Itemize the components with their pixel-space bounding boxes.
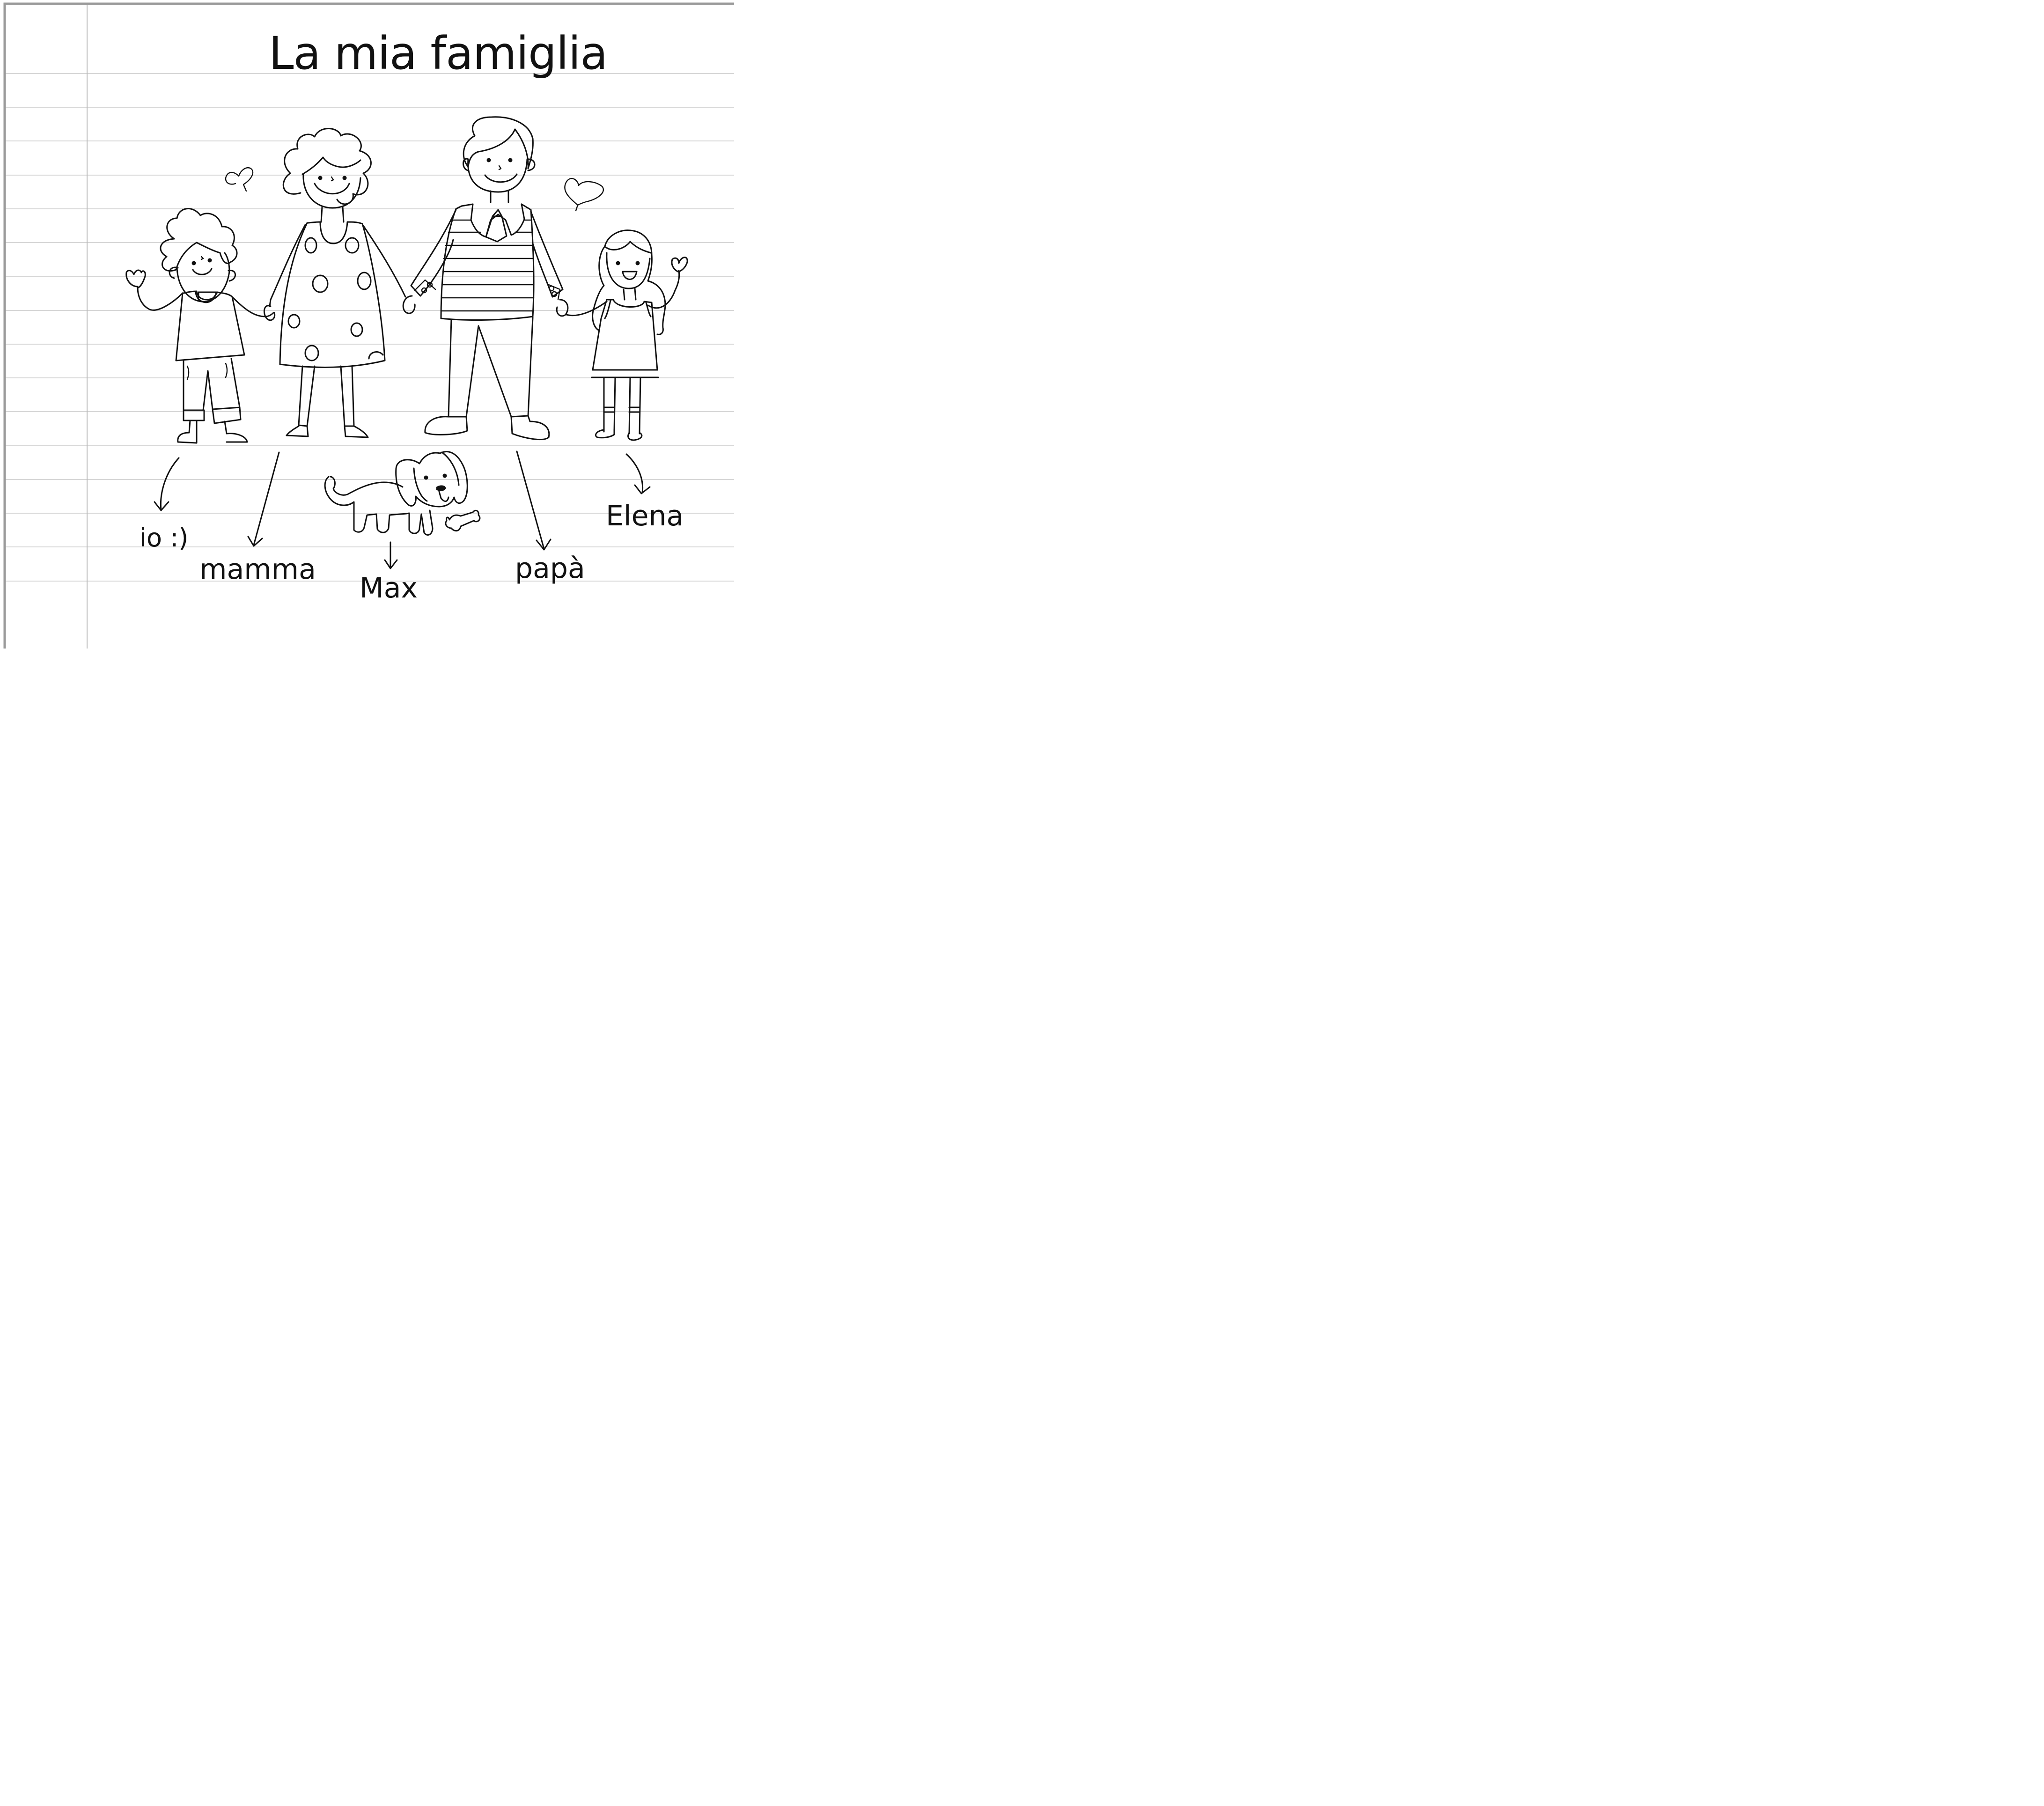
label-dog: Max	[360, 572, 418, 604]
label-mother: mamma	[199, 553, 316, 586]
arrow-icon	[634, 484, 651, 494]
arrow-icon	[247, 536, 263, 547]
father-figure	[402, 116, 569, 441]
arrow-icon	[625, 453, 644, 494]
heart-icon	[225, 167, 254, 192]
arrow-icon	[160, 457, 180, 511]
dog-figure	[324, 451, 481, 536]
family-drawing	[3, 2, 734, 649]
mother-figure	[269, 128, 406, 438]
sister-figure	[566, 229, 688, 441]
notebook-page: La mia famiglia io :) mamma Max papà Ele…	[0, 0, 734, 649]
arrow-icon	[536, 538, 551, 551]
boy-figure	[125, 208, 276, 444]
label-sister: Elena	[606, 500, 684, 532]
arrows	[154, 450, 651, 569]
heart-icon	[564, 178, 604, 212]
label-father: papà	[515, 552, 585, 585]
arrow-icon	[516, 450, 545, 550]
arrow-icon	[253, 451, 280, 546]
label-me: io :)	[140, 523, 189, 553]
arrow-icon	[384, 559, 398, 569]
ruled-lines	[5, 73, 734, 582]
page-border	[3, 2, 734, 649]
page-title: La mia famiglia	[269, 27, 608, 80]
arrow-icon	[154, 501, 169, 511]
